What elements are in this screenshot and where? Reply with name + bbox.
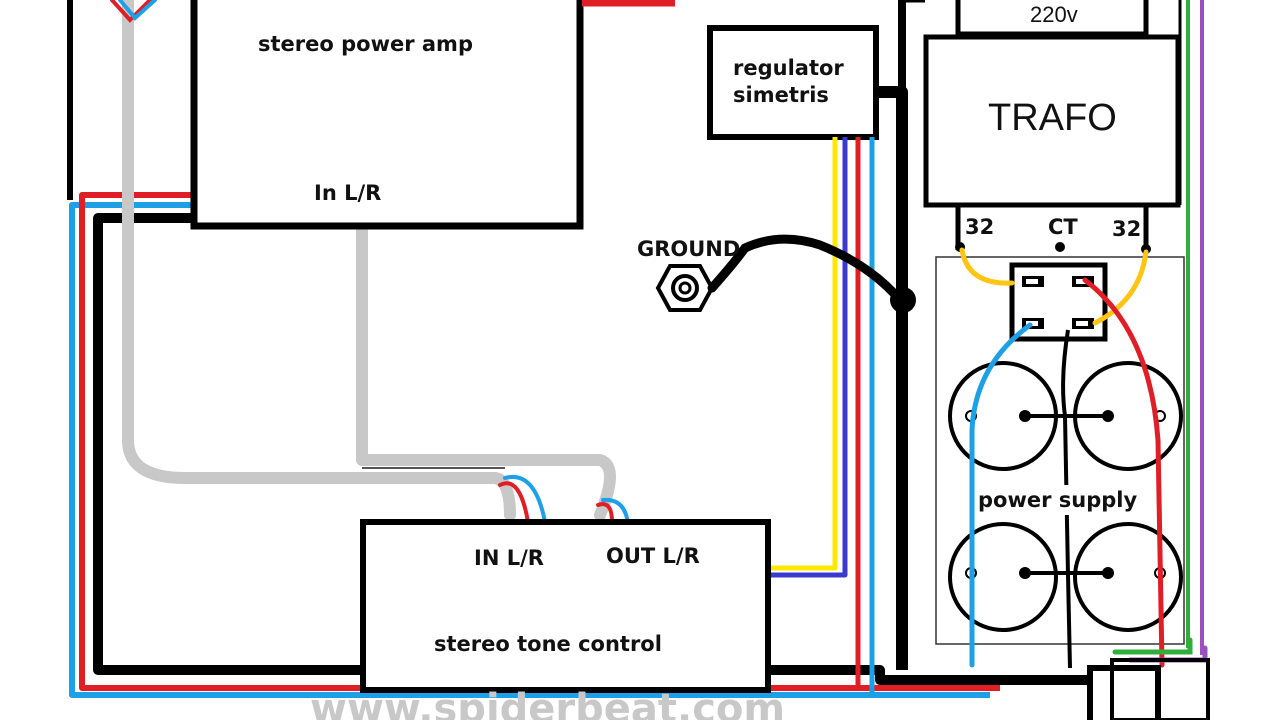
- tap-left-label: 32: [965, 215, 994, 239]
- wire-blue-frame: [69, 202, 880, 698]
- power-switch-block: [1087, 658, 1210, 720]
- wire-black-ground: [707, 234, 905, 305]
- gray-cable-left: [122, 0, 516, 521]
- stereo-tone-control-block: IN L/R OUT L/R stereo tone control: [360, 519, 771, 693]
- tap-right-label: 32: [1112, 217, 1141, 241]
- switch-housing: [1110, 658, 1210, 720]
- wire-yellow: [768, 137, 838, 571]
- regulator-box: [707, 25, 879, 140]
- trafo-box: [923, 34, 1181, 208]
- capacitor-links: [1025, 329, 1108, 669]
- filter-capacitors: [948, 361, 1183, 632]
- ground-label: GROUND: [637, 237, 740, 261]
- regulator-output-wires: [768, 137, 875, 695]
- tone-control-output-label: OUT L/R: [606, 544, 700, 568]
- mains-voltage-label: 220v: [1030, 2, 1078, 27]
- mains-box: [955, 0, 1149, 37]
- transformer-block: 220v TRAFO 32 CT 32: [923, 0, 1181, 254]
- tone-control-title: stereo tone control: [434, 632, 662, 656]
- tone-control-box: [360, 519, 771, 693]
- power-supply-block: power supply: [935, 247, 1208, 669]
- gray-cable-center: [356, 219, 616, 521]
- trafo-title: TRAFO: [988, 97, 1117, 139]
- power-supply-label: power supply: [978, 488, 1137, 512]
- regulator-label-line1: regulator: [733, 56, 844, 80]
- capacitor-bottom-right: [1073, 522, 1183, 632]
- power-amp-box: [190, 0, 584, 230]
- watermark: www.spiderbeat.com: [310, 686, 785, 720]
- power-switch-box: [1087, 665, 1161, 720]
- power-amp-input-label: In L/R: [314, 181, 381, 205]
- ground-bus: [878, 0, 925, 670]
- ground-nut-icon: [655, 264, 715, 312]
- power-amp-title: stereo power amp: [258, 32, 473, 56]
- regulator-block: regulator simetris: [707, 25, 879, 140]
- mains-wires: [1178, 0, 1204, 655]
- tone-control-input-label: IN L/R: [474, 546, 544, 570]
- tap-center-label: CT: [1048, 215, 1078, 239]
- wire-black-bus: [878, 86, 908, 670]
- ground-junction-dot: [890, 287, 916, 313]
- wire-navy: [768, 137, 848, 578]
- capacitor-bottom-left: [948, 522, 1058, 632]
- regulator-label-line2: simetris: [733, 83, 829, 107]
- stereo-power-amp-block: stereo power amp In L/R: [190, 0, 584, 230]
- ground-terminal: GROUND: [637, 234, 916, 313]
